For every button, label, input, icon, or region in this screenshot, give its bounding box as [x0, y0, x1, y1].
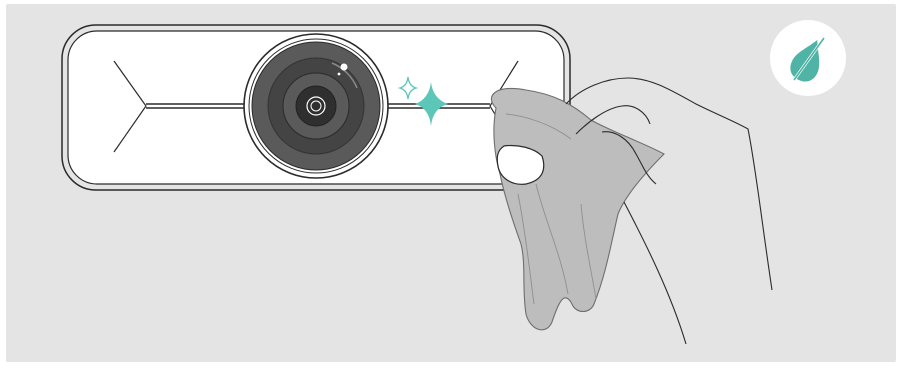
cleaning-illustration — [6, 4, 896, 362]
cloth-body — [490, 87, 665, 331]
cloth-fold-1 — [535, 183, 569, 295]
webcam-device — [61, 24, 571, 191]
lens-center-ring — [306, 96, 326, 116]
hand-finger-crease — [601, 131, 657, 185]
illustration-panel — [6, 4, 896, 362]
lens-highlight-arc — [331, 62, 358, 89]
thumb-nail — [496, 144, 545, 185]
lens-reflection-small — [337, 72, 341, 76]
cloth-fold-3 — [580, 203, 597, 300]
no-liquid-slash — [793, 37, 825, 81]
sparkle-large — [415, 82, 448, 126]
hand-outline-back — [565, 77, 773, 291]
no-liquid-icon — [790, 40, 820, 82]
cloth-fold-2 — [517, 193, 535, 305]
cleaning-cloth — [490, 87, 665, 331]
sparkle-icon — [397, 76, 448, 126]
hand-knuckle — [575, 105, 651, 135]
lens-aperture — [295, 85, 337, 127]
hand-wrist-line — [623, 201, 687, 345]
lens-center-dot — [310, 100, 322, 112]
no-liquid-badge — [770, 20, 846, 96]
chevron-left-decoration — [113, 60, 147, 153]
camera-lens — [243, 33, 389, 179]
hand — [496, 77, 773, 345]
cloth-fold-4 — [505, 113, 572, 140]
lens-reflection — [340, 63, 348, 71]
sparkle-small — [397, 76, 419, 100]
